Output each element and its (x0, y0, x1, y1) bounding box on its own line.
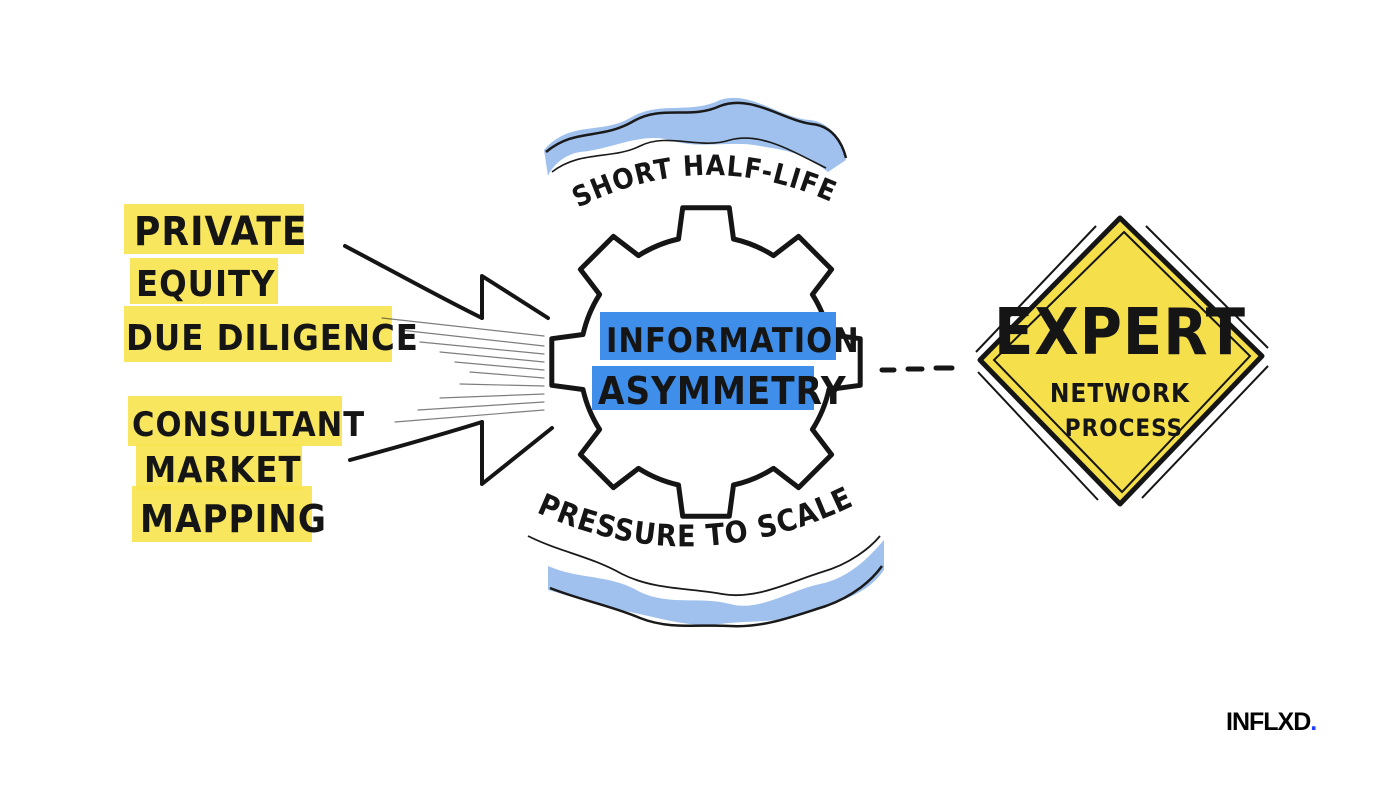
output-network: NETWORK (1050, 379, 1190, 409)
gear-icon (549, 205, 863, 519)
top-label: SHORT HALF-LIFE (567, 149, 841, 214)
input-market: MARKET (144, 450, 302, 491)
output-process: PROCESS (1065, 414, 1183, 442)
svg-text:SHORT HALF-LIFE: SHORT HALF-LIFE (567, 149, 842, 214)
brand-name: INFLXD (1226, 708, 1311, 736)
gear-line2: ASYMMETRY (598, 369, 847, 413)
dashed-connector (879, 365, 955, 373)
funnel-arrow (343, 244, 554, 486)
input-mapping: MAPPING (140, 497, 327, 541)
input-highlights (124, 204, 392, 542)
gear-line1: INFORMATION (606, 321, 860, 361)
brand-logo: INFLXD. (1226, 708, 1317, 737)
expert-diamond (975, 215, 1269, 507)
bottom-wave (527, 535, 884, 628)
brand-dot: . (1310, 708, 1317, 736)
input-equity: EQUITY (136, 264, 276, 305)
input-due-diligence: DUE DILIGENCE (126, 318, 419, 359)
input-private: PRIVATE (134, 209, 307, 255)
top-wave (544, 97, 848, 176)
gear-highlights (592, 312, 836, 410)
input-consultant: CONSULTANT (132, 405, 365, 445)
output-title: EXPERT (994, 296, 1246, 370)
funnel-speed-lines (381, 317, 545, 423)
